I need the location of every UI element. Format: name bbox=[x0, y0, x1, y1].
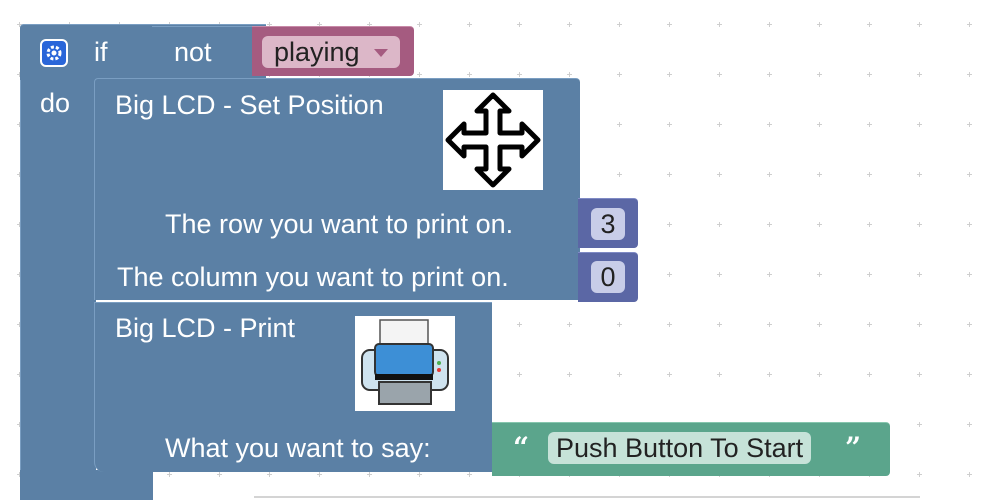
if-block-footer[interactable] bbox=[20, 470, 153, 500]
say-label: What you want to say: bbox=[165, 433, 431, 463]
if-block[interactable] bbox=[20, 24, 96, 500]
print-title: Big LCD - Print bbox=[115, 313, 296, 343]
workspace-scroll-divider bbox=[254, 496, 920, 498]
dropdown-caret-icon bbox=[374, 49, 388, 57]
variable-dropdown[interactable]: playing bbox=[262, 36, 400, 68]
move-arrows-icon bbox=[443, 90, 543, 190]
not-label: not bbox=[174, 37, 212, 67]
if-label: if bbox=[94, 37, 108, 67]
column-label: The column you want to print on. bbox=[117, 262, 509, 292]
column-number-input[interactable]: 0 bbox=[591, 261, 625, 293]
row-label: The row you want to print on. bbox=[165, 209, 514, 239]
set-position-title: Big LCD - Set Position bbox=[115, 90, 384, 120]
close-quote: ” bbox=[845, 431, 862, 464]
variable-dropdown-value: playing bbox=[274, 37, 360, 67]
open-quote: “ bbox=[513, 431, 530, 464]
row-number-input[interactable]: 3 bbox=[591, 208, 625, 240]
text-input[interactable]: Push Button To Start bbox=[548, 432, 812, 464]
do-label: do bbox=[40, 88, 71, 118]
printer-icon bbox=[355, 316, 455, 411]
gear-icon[interactable] bbox=[40, 39, 68, 67]
not-block[interactable] bbox=[152, 26, 262, 76]
